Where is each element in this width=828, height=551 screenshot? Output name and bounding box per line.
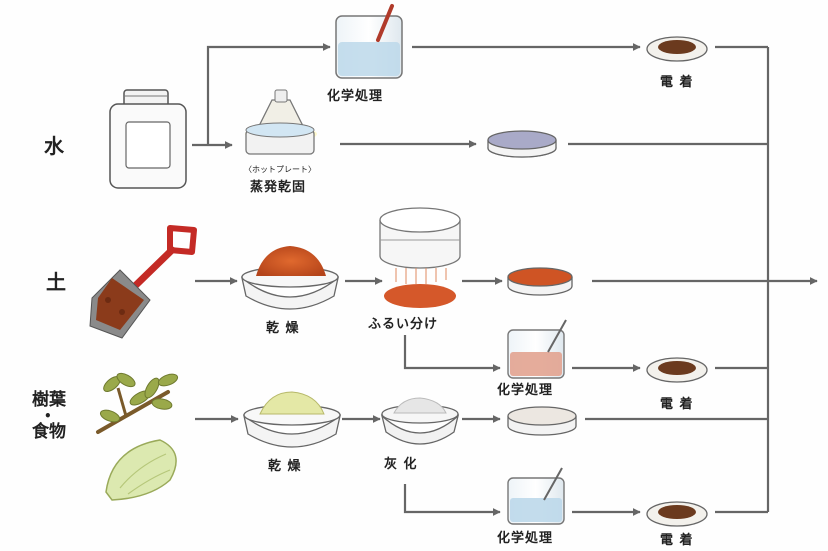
mortar-dried-leaves-illustration xyxy=(242,391,342,448)
category-plants-label-line1: 樹葉 xyxy=(32,390,66,410)
evaporation-dish-illustration xyxy=(487,130,557,158)
spade-with-soil-illustration xyxy=(89,225,197,339)
ashing-crucible-illustration xyxy=(380,397,460,445)
soil-sample-dish-illustration xyxy=(507,267,573,296)
step-deposition-1: 電 着 xyxy=(660,75,694,90)
step-deposition-3: 電 着 xyxy=(660,533,694,548)
category-plants-label-line2: 食物 xyxy=(32,422,66,442)
water-bottle-illustration xyxy=(109,89,187,189)
step-ashing: 灰 化 xyxy=(384,457,418,472)
beaker-chemical-2-illustration xyxy=(507,319,567,379)
beaker-chemical-1-illustration xyxy=(335,4,403,79)
step-chemical-treatment-2: 化学処理 xyxy=(497,383,554,398)
step-sieving: ふるい分け xyxy=(368,317,439,332)
category-plants-separator: • xyxy=(44,409,52,423)
step-chemical-treatment-1: 化学処理 xyxy=(327,89,384,104)
category-soil-label: 土 xyxy=(46,270,66,294)
leaf-branch-illustration xyxy=(96,372,179,434)
mortar-dried-soil-illustration xyxy=(240,246,340,310)
flow-lines xyxy=(192,43,818,516)
deposition-disc-2-illustration xyxy=(646,357,708,383)
step-deposition-2: 電 着 xyxy=(660,397,694,412)
cabbage-illustration xyxy=(105,439,177,501)
beaker-chemical-3-illustration xyxy=(507,467,565,525)
deposition-disc-1-illustration xyxy=(646,36,708,62)
step-chemical-treatment-3: 化学処理 xyxy=(497,531,554,546)
step-drying-2: 乾 燥 xyxy=(268,459,302,474)
hotplate-evaporation-illustration xyxy=(245,89,317,155)
step-hotplate-note: 〈ホットプレート〉 xyxy=(244,165,316,174)
ash-sample-dish-illustration xyxy=(507,406,577,436)
step-drying-1: 乾 燥 xyxy=(266,321,300,336)
deposition-disc-3-illustration xyxy=(646,501,708,527)
sieve-illustration xyxy=(379,207,461,308)
step-evaporation: 蒸発乾固 xyxy=(250,180,307,195)
category-water-label: 水 xyxy=(44,134,64,158)
